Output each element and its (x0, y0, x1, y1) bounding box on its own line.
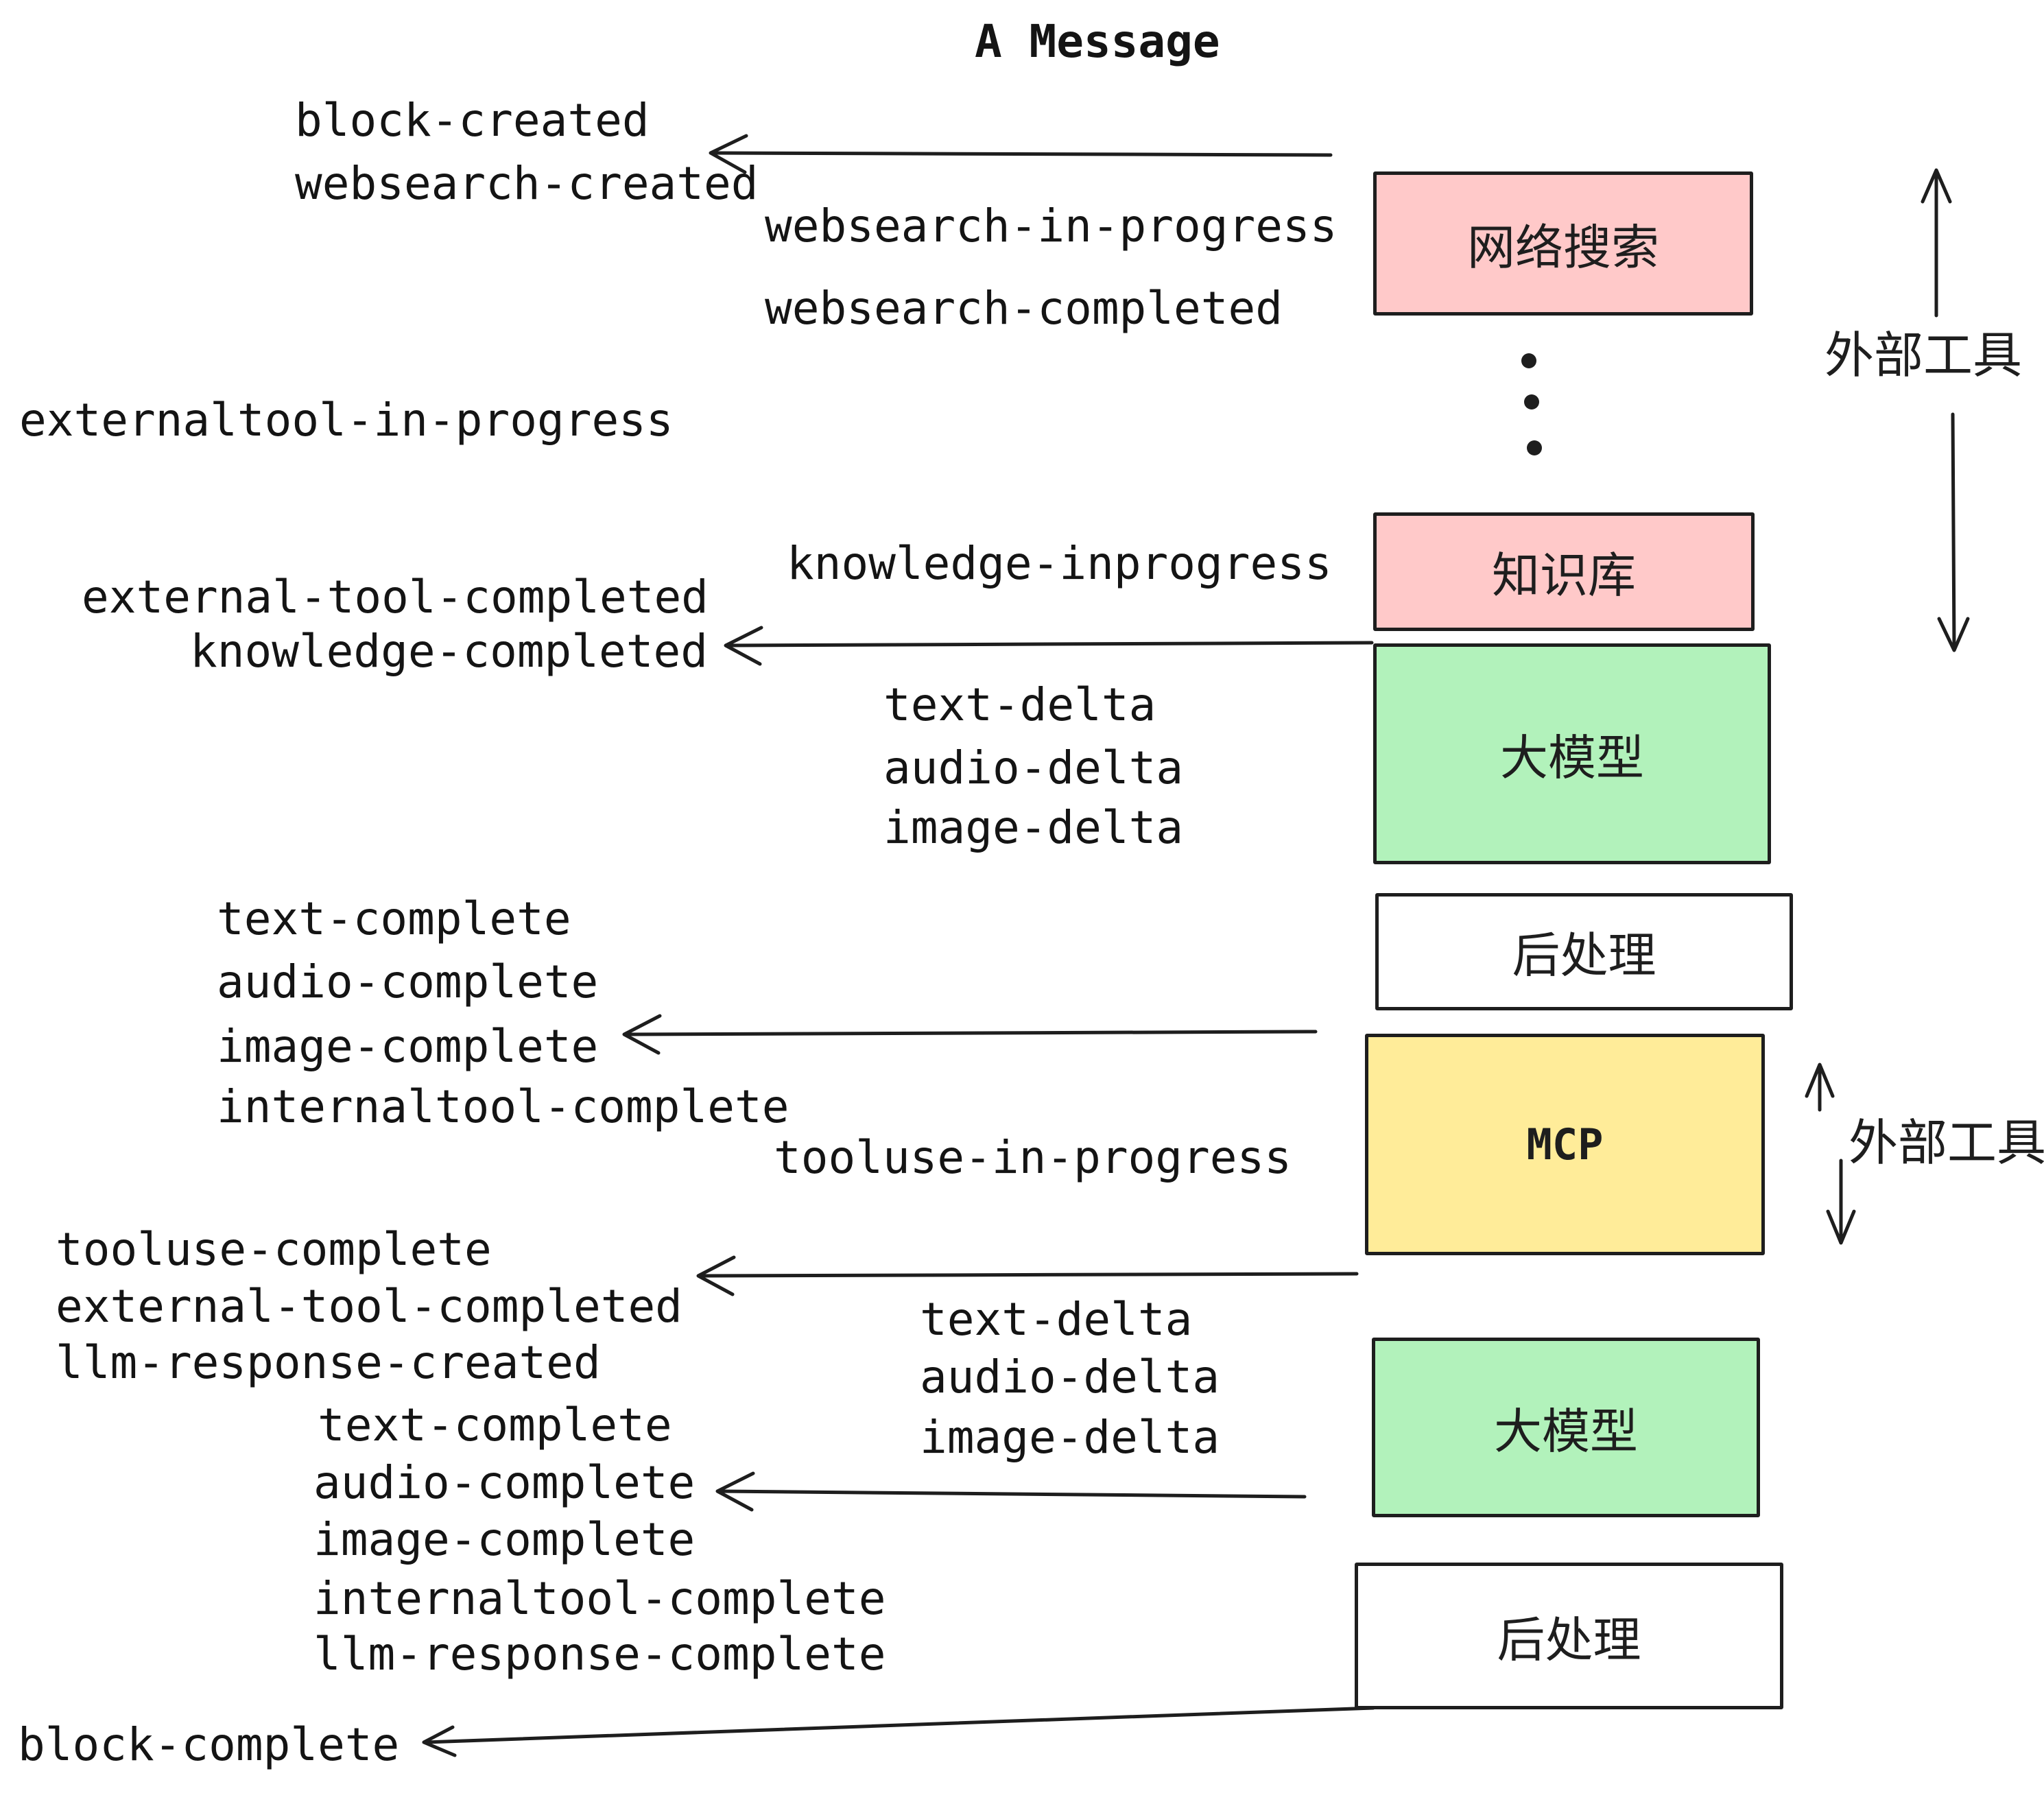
event-label-audio-complete-1: audio-complete (217, 956, 599, 1008)
arrow-image-complete (622, 1014, 1318, 1055)
node-box-websearch: 网络搜索 (1373, 171, 1753, 316)
node-box-llm-1: 大模型 (1373, 643, 1771, 864)
diagram-title: A Message (975, 15, 1220, 68)
event-label-image-complete-2: image-complete (313, 1513, 696, 1566)
node-box-llm-1-label: 大模型 (1500, 729, 1644, 786)
arrow-websearch-created (709, 134, 1333, 174)
event-label-audio-delta-1: audio-delta (883, 741, 1184, 794)
event-label-websearch-completed: websearch-completed (765, 282, 1283, 335)
arrow-block-complete (422, 1706, 1375, 1757)
annotation-external-tools-1: 外部工具 (1825, 327, 2023, 384)
event-label-llm-response-complete: llm-response-complete (313, 1628, 886, 1681)
node-box-llm-2: 大模型 (1372, 1338, 1760, 1517)
event-label-internaltool-complete-1: internaltool-complete (217, 1080, 789, 1133)
node-box-websearch-label: 网络搜索 (1467, 219, 1659, 276)
event-label-text-complete-1: text-complete (217, 892, 571, 945)
event-label-image-complete-1: image-complete (217, 1020, 599, 1073)
node-box-knowledge-label: 知识库 (1492, 547, 1636, 604)
node-box-postprocess-2: 后处理 (1355, 1563, 1783, 1709)
event-label-tooluse-complete: tooluse-complete (56, 1223, 492, 1276)
external-tools-1-down-arrow (1937, 412, 1970, 652)
event-label-websearch-created: websearch-created (295, 157, 759, 210)
event-label-text-delta-2: text-delta (920, 1293, 1193, 1346)
event-label-text-complete-2: text-complete (318, 1399, 672, 1451)
event-label-external-tool-completed-1: external-tool-completed (82, 571, 709, 624)
event-label-text-delta-1: text-delta (883, 678, 1156, 731)
event-label-image-delta-1: image-delta (883, 801, 1184, 854)
event-label-knowledge-completed: knowledge-completed (190, 625, 708, 678)
node-box-postprocess-2-label: 后处理 (1497, 1611, 1641, 1668)
event-label-external-tool-completed-2: external-tool-completed (56, 1280, 682, 1333)
event-label-llm-response-created: llm-response-created (56, 1336, 601, 1389)
event-label-knowledge-inprogress: knowledge-inprogress (787, 537, 1332, 590)
event-label-audio-complete-2: audio-complete (313, 1456, 696, 1509)
arrow-knowledge-completed (724, 626, 1374, 666)
annotation-external-tools-2: 外部工具 (1849, 1114, 2044, 1172)
event-label-block-created: block-created (295, 94, 650, 147)
event-label-image-delta-2: image-delta (920, 1411, 1220, 1464)
node-box-llm-2-label: 大模型 (1494, 1403, 1638, 1460)
event-label-audio-delta-2: audio-delta (920, 1351, 1220, 1403)
node-box-mcp: MCP (1365, 1034, 1765, 1255)
vertical-ellipsis-dots (1521, 353, 1542, 455)
event-label-internaltool-complete-2: internaltool-complete (313, 1572, 886, 1625)
node-box-postprocess-1: 后处理 (1375, 893, 1793, 1010)
node-box-postprocess-1-label: 后处理 (1512, 927, 1656, 984)
external-tools-1-up-arrow (1921, 168, 1952, 318)
arrow-tooluse-complete (696, 1255, 1359, 1296)
external-tools-2-up-arrow (1805, 1063, 1835, 1112)
event-label-block-complete: block-complete (18, 1718, 400, 1771)
node-box-knowledge: 知识库 (1373, 512, 1755, 631)
external-tools-2-down-arrow (1826, 1159, 1856, 1245)
node-box-mcp-label: MCP (1526, 1119, 1604, 1170)
event-label-websearch-in-progress: websearch-in-progress (765, 200, 1338, 252)
event-label-tooluse-in-progress: tooluse-in-progress (774, 1131, 1292, 1184)
arrow-audio-complete (715, 1471, 1307, 1512)
event-label-externaltool-in-progress: externaltool-in-progress (19, 394, 674, 447)
